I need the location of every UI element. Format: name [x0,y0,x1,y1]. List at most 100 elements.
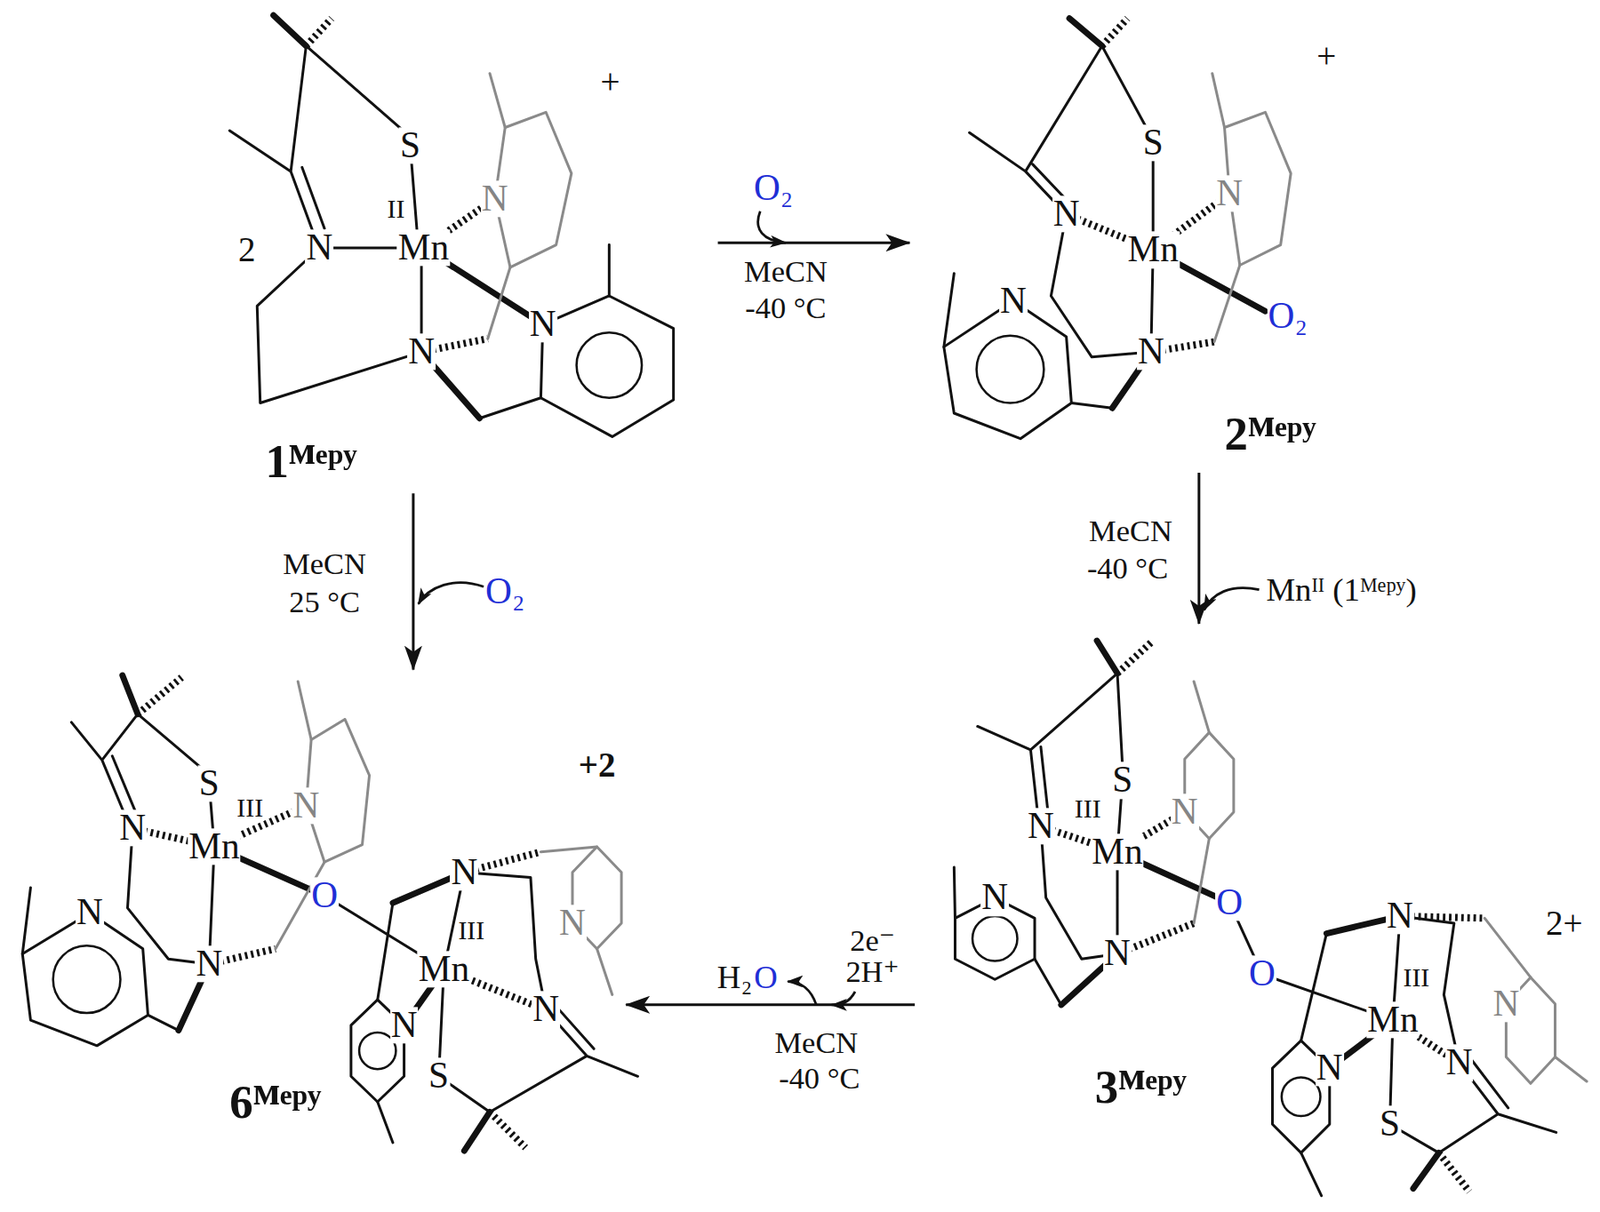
atom-label: N [1136,333,1166,370]
atom-label: S [1142,124,1165,161]
grey-bond [1193,681,1587,1082]
reaction-condition: H₂ [716,960,753,994]
atom-label: N [1445,1045,1474,1082]
wedge-bond [273,15,544,419]
reagent-arrow [418,583,484,605]
compound-label: 3ᴹᵉᵖʸ [1095,1063,1187,1111]
oxidation-state: III [235,794,264,822]
oxidation-state: III [1401,964,1431,992]
atom-label: Mn [397,229,450,266]
atom-label: N [1052,195,1081,232]
reaction-condition: MeCN [1088,515,1174,546]
reaction-condition: 2e⁻ [848,925,896,956]
wedge-bond [122,675,490,1152]
oxidation-state: III [1073,795,1103,823]
reaction-arrow [411,493,415,670]
wedge-bond [1069,18,1265,409]
oxidation-state: III [456,917,486,944]
atom-label: Mn [417,951,471,988]
atom-label: N [1170,793,1200,831]
charge-label: + [599,64,621,99]
atom-label: Mn [187,828,240,865]
atom-label: O₂ [1267,297,1309,335]
atom-label: N [1385,897,1415,935]
atom-label: N [531,992,560,1029]
compound-label: 1ᴹᵉᵖʸ [264,437,357,485]
reaction-condition: O [752,960,779,994]
bond [944,46,1153,409]
atom-label: N [1215,175,1244,212]
bond [953,673,1556,1197]
pyridine-ring [22,913,148,1047]
reagent-arrow [787,982,816,1006]
reaction-condition: -40 °C [1086,552,1169,584]
aromatic-circle [53,945,121,1014]
charge-label: + [1315,39,1337,74]
compound-region: 3ᴹᵉᵖʸ [918,627,1597,1209]
reaction-condition: O₂ [752,170,794,208]
atom-label: N [291,787,320,824]
structure-3 [953,640,1587,1197]
atom-label: S [1378,1105,1401,1143]
atom-label: N [1103,936,1132,973]
reaction-condition: -40 °C [777,1063,861,1094]
atom-label: Mn [1366,1001,1419,1039]
hashed-bond [132,677,546,1148]
compound-label: 6ᴹᵉᵖʸ [229,1078,321,1126]
reaction-condition: 25 °C [288,586,361,617]
structure-2 [944,18,1291,440]
atom-label: N [304,229,334,266]
reaction-condition: -40 °C [744,291,827,322]
reaction-arrow [625,1003,915,1007]
reaction-condition: MeCN [743,256,829,287]
atom-label: N [390,1007,419,1044]
atom-label: Mn [1090,833,1144,871]
atom-label: N [194,945,224,983]
oxidation-state: II [385,195,406,223]
reagent-arrow [832,992,856,1006]
hashed-bond [305,18,495,352]
atom-label: S [198,765,221,802]
atom-label: N [407,333,436,370]
atom-label: N [999,282,1028,320]
aromatic-circle [976,336,1045,404]
atom-label: N [75,895,104,932]
bond [229,46,609,419]
atom-label: S [1111,762,1134,800]
compound-label: 2ᴹᵉᵖʸ [1224,409,1317,457]
reaction-arrow [718,241,911,245]
atom-label: N [449,854,479,891]
hashed-bond [1066,18,1231,352]
bond [22,714,638,1144]
pyridine-ring [944,301,1072,440]
atom-label: O [1215,884,1244,921]
atom-label: N [1315,1049,1344,1087]
charge-label: +2 [577,747,617,783]
aromatic-circle [972,916,1018,962]
reaction-condition: 2H⁺ [844,956,900,987]
atom-label: O [310,877,339,914]
wedge-bond [1061,640,1440,1190]
atom-label: N [980,880,1009,917]
reagent-arrows [418,211,1260,1006]
stoichiometry: 2 [237,232,257,268]
pyridine-ring [540,296,673,437]
reagent-arrow [1204,588,1260,611]
atom-label: N [118,809,147,847]
atom-label: N [1026,808,1056,845]
reaction-condition: O₂ [484,573,526,610]
atom-label: N [558,904,587,942]
atom-label: N [480,180,510,217]
structure-1 [229,15,673,437]
compound-region: 1ᴹᵉᵖʸ [208,8,714,490]
atom-label: S [427,1057,450,1095]
atom-label: N [528,305,558,343]
atom-label: Mn [1126,232,1179,269]
reagent-arrow [758,211,786,244]
atom-label: O [1248,956,1277,993]
grey-bond [275,681,613,995]
charge-label: 2+ [1544,905,1584,941]
reaction-condition: Mnᴵᴵ (1ᴹᵉᵖʸ) [1264,573,1417,607]
